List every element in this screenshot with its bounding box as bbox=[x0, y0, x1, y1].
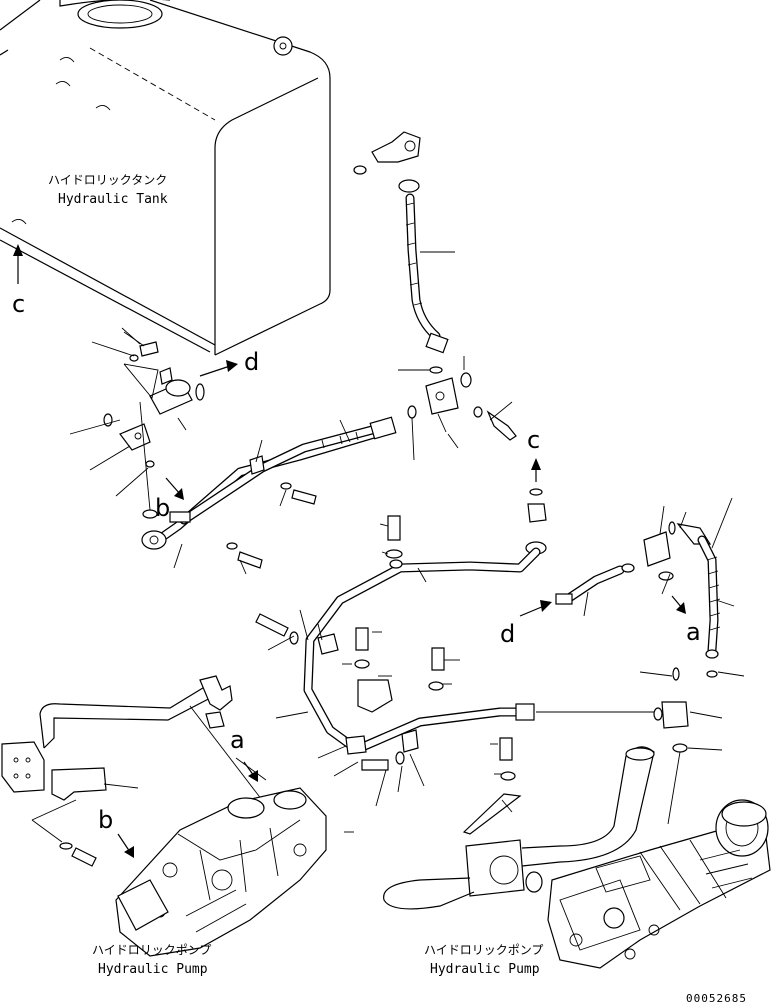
pump-right-label-en: Hydraulic Pump bbox=[430, 962, 540, 977]
left-leaders bbox=[69, 327, 187, 511]
ref-b-mid: b bbox=[155, 494, 170, 522]
upper-suction-hose bbox=[405, 193, 449, 354]
left-pipe-leaders bbox=[173, 419, 351, 575]
arrow-d-tank bbox=[199, 360, 238, 377]
right-drain-hose bbox=[643, 521, 721, 678]
left-elbow-fittings bbox=[103, 331, 205, 519]
central-hose bbox=[303, 547, 541, 755]
document-number: 00052685 bbox=[686, 992, 747, 1005]
arrow-a-right bbox=[671, 595, 686, 614]
right-leaders bbox=[659, 497, 745, 677]
right-tee-fitting bbox=[536, 667, 723, 825]
ref-c-top: c bbox=[12, 290, 25, 318]
central-leaders bbox=[267, 523, 513, 813]
left-hydraulic-pump bbox=[115, 787, 327, 957]
manifold-block bbox=[407, 366, 517, 441]
tank-label-jp: ハイドロリックタンク bbox=[48, 173, 167, 187]
right-pilot-hose bbox=[555, 563, 635, 617]
left-bracket-pipe bbox=[1, 675, 233, 801]
suction-elbow-pipe bbox=[383, 746, 655, 910]
ref-b-pump: b bbox=[98, 806, 113, 834]
pump-right-label-jp: ハイドロリックポンプ bbox=[424, 943, 543, 957]
leader-manifold-3 bbox=[489, 401, 513, 421]
leader-manifold-5 bbox=[447, 433, 459, 449]
left-pipe-assembly bbox=[141, 416, 397, 569]
right-hydraulic-pump bbox=[547, 799, 771, 969]
bolts-center bbox=[255, 515, 516, 781]
tank-outlet-elbow bbox=[353, 131, 421, 193]
arrow-a-pump bbox=[243, 761, 258, 782]
ref-a-right: a bbox=[686, 618, 701, 646]
pump-left-label-en: Hydraulic Pump bbox=[98, 962, 208, 977]
ref-a-pump: a bbox=[230, 726, 245, 754]
arrow-d-right bbox=[519, 600, 552, 617]
brackets-center bbox=[357, 679, 522, 835]
arrow-b-mid bbox=[165, 477, 184, 500]
ref-d-top: d bbox=[244, 348, 259, 376]
arrow-b-pump bbox=[117, 833, 134, 858]
left-small-bolts bbox=[31, 799, 97, 867]
left-pump-leaders bbox=[189, 705, 267, 801]
middle-fittings bbox=[525, 488, 547, 555]
arrow-c-mid bbox=[531, 458, 541, 482]
arrow-c-tank bbox=[13, 244, 23, 284]
tank-label-en: Hydraulic Tank bbox=[58, 192, 168, 207]
hydraulic-tank bbox=[0, 0, 331, 356]
pump-left-label-jp: ハイドロリックポンプ bbox=[92, 943, 211, 957]
leader-manifold-4 bbox=[411, 417, 415, 461]
ref-c-mid: c bbox=[527, 426, 540, 454]
ref-d-right: d bbox=[500, 620, 515, 648]
